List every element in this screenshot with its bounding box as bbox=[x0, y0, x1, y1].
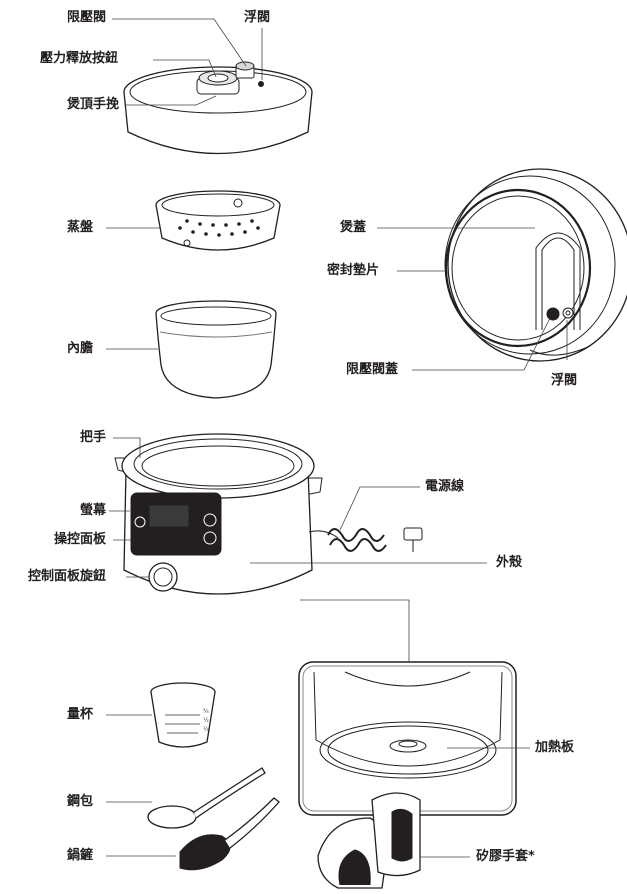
label-control-panel-knob: 控制面板旋鈕 bbox=[28, 569, 107, 584]
label-lid: 煲蓋 bbox=[340, 220, 367, 235]
cup-mark-quarter: ¼ bbox=[203, 726, 209, 733]
label-inner-pot: 內膽 bbox=[67, 341, 94, 356]
label-heating-plate: 加熱板 bbox=[535, 740, 575, 755]
label-soup-ladle: 鋼包 bbox=[67, 794, 94, 809]
lid-underside-illustration bbox=[444, 168, 627, 362]
cup-mark-half: ½ bbox=[203, 717, 209, 724]
label-pressure-limit-valve: 限壓閥 bbox=[67, 10, 107, 25]
label-sealing-ring: 密封墊片 bbox=[327, 263, 380, 278]
label-control-panel: 操控面板 bbox=[54, 532, 107, 547]
label-lid-handle: 煲頂手挽 bbox=[67, 97, 120, 112]
leader-lines bbox=[106, 18, 568, 858]
soup-ladle-illustration bbox=[147, 767, 266, 829]
label-measuring-cup: 量杯 bbox=[67, 707, 94, 722]
rice-spatula-illustration bbox=[179, 797, 280, 871]
heating-plate-detail bbox=[298, 661, 517, 816]
label-silicone-gloves: 矽膠手套* bbox=[476, 849, 535, 864]
cup-mark-three-quarter: ¾ bbox=[203, 708, 209, 715]
measuring-cup-illustration bbox=[150, 682, 216, 748]
label-float-valve-side: 浮閥 bbox=[551, 373, 578, 388]
silicone-gloves-illustration bbox=[317, 792, 421, 889]
label-rice-spatula: 鍋鏟 bbox=[67, 848, 94, 863]
label-handle: 把手 bbox=[80, 430, 107, 445]
label-steam-tray: 蒸盤 bbox=[67, 220, 94, 235]
inner-pot-illustration bbox=[155, 300, 277, 399]
steam-tray-illustration bbox=[155, 190, 281, 251]
label-display: 螢幕 bbox=[80, 503, 107, 518]
label-pressure-release-button: 壓力釋放按鈕 bbox=[40, 51, 119, 66]
label-float-valve-top: 浮閥 bbox=[244, 10, 271, 25]
cooker-body-illustration bbox=[114, 433, 423, 595]
top-lid-illustration bbox=[123, 61, 313, 155]
label-pressure-limit-valve-cover: 限壓閥蓋 bbox=[346, 362, 399, 377]
label-housing: 外殼 bbox=[496, 555, 523, 570]
label-power-cord: 電源線 bbox=[425, 479, 465, 494]
